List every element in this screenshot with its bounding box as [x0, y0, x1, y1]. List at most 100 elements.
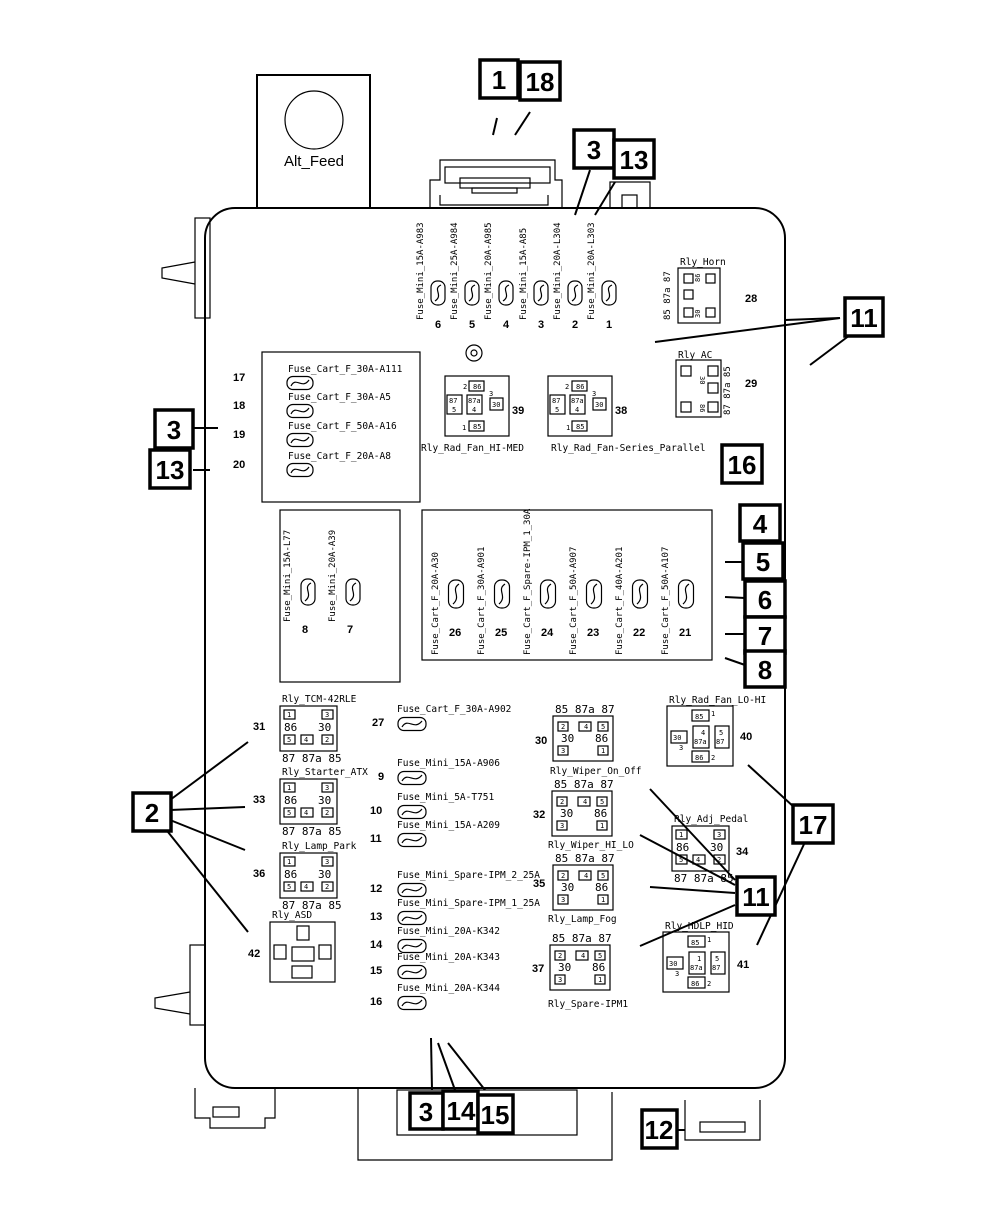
alt-feed-label: Alt_Feed [284, 153, 344, 170]
svg-text:2: 2 [558, 952, 562, 960]
relay-name: Rly_Rad_Fan_LO-HI [669, 695, 766, 706]
callout-3: 3 [153, 408, 195, 450]
svg-text:2: 2 [463, 383, 467, 391]
relay-name: Rly_Wiper_HI_LO [548, 840, 634, 851]
svg-text:11: 11 [850, 303, 878, 333]
fuse-position: 4 [503, 319, 510, 331]
svg-text:4: 4 [584, 723, 588, 731]
relay-position: 35 [533, 878, 545, 890]
svg-text:1: 1 [287, 858, 291, 866]
fuse-label: Fuse_Cart_F_50A-A16 [288, 421, 397, 432]
fuse-position: 8 [302, 624, 308, 636]
svg-text:85 87a 87: 85 87a 87 [554, 778, 614, 791]
svg-text:1: 1 [492, 65, 506, 95]
mounting-stud [465, 344, 483, 362]
svg-text:86: 86 [595, 732, 608, 745]
svg-text:5: 5 [287, 736, 291, 744]
svg-text:30: 30 [561, 881, 574, 894]
svg-text:4: 4 [701, 729, 705, 737]
svg-text:3: 3 [679, 744, 683, 752]
relay-name: Rly_Adj_Pedal [674, 814, 748, 825]
fuse-label: Fuse_Cart_F_50A-A907 [569, 547, 579, 655]
svg-text:14: 14 [447, 1096, 476, 1126]
svg-text:85 87a 87: 85 87a 87 [555, 852, 615, 865]
svg-text:2: 2 [325, 809, 329, 817]
svg-text:87a: 87a [571, 397, 584, 405]
fuse-label: Fuse_Mini_20A-K343 [397, 952, 500, 963]
cart-fuse-group-center [421, 509, 713, 661]
svg-text:1: 1 [711, 710, 715, 718]
fuse-position: 26 [449, 627, 461, 639]
relay-ac[interactable]: Rly_AC 87 87a 85 30 86 29 [675, 350, 757, 418]
svg-text:3: 3 [558, 976, 562, 984]
svg-text:2: 2 [560, 798, 564, 806]
callout-11: 11 [843, 296, 885, 338]
svg-text:Rly_Rad_Fan-Series_Parallel: Rly_Rad_Fan-Series_Parallel [551, 443, 705, 454]
svg-text:87 87a 85: 87 87a 85 [282, 899, 342, 912]
svg-text:5: 5 [715, 955, 719, 963]
svg-text:3: 3 [560, 822, 564, 830]
fuse-position: 21 [679, 627, 691, 639]
svg-text:2: 2 [325, 883, 329, 891]
svg-text:87 87a 85: 87 87a 85 [282, 752, 342, 765]
svg-text:3: 3 [561, 747, 565, 755]
svg-text:3: 3 [717, 831, 721, 839]
svg-text:87 87a 85: 87 87a 85 [282, 825, 342, 838]
svg-text:86: 86 [691, 980, 699, 988]
svg-text:2: 2 [325, 736, 329, 744]
svg-text:85: 85 [695, 713, 703, 721]
fuse-label: Fuse_Cart_F_30A-A901 [477, 547, 487, 655]
mini-fuse-group-mid [279, 509, 401, 683]
callout-17: 17 [791, 803, 835, 845]
svg-text:87: 87 [449, 397, 457, 405]
svg-text:30: 30 [558, 961, 571, 974]
fuse-position: 12 [370, 883, 382, 895]
svg-text:87: 87 [552, 397, 560, 405]
relay-horn[interactable]: Rly_Horn 85 87a 87 86 30 28 [663, 257, 757, 324]
fuse-position: 14 [370, 939, 383, 951]
relay-asd[interactable]: Rly_ASD 42 [248, 910, 336, 983]
svg-text:1: 1 [707, 936, 711, 944]
callout-3: 3 [408, 1091, 445, 1131]
svg-text:3: 3 [325, 858, 329, 866]
